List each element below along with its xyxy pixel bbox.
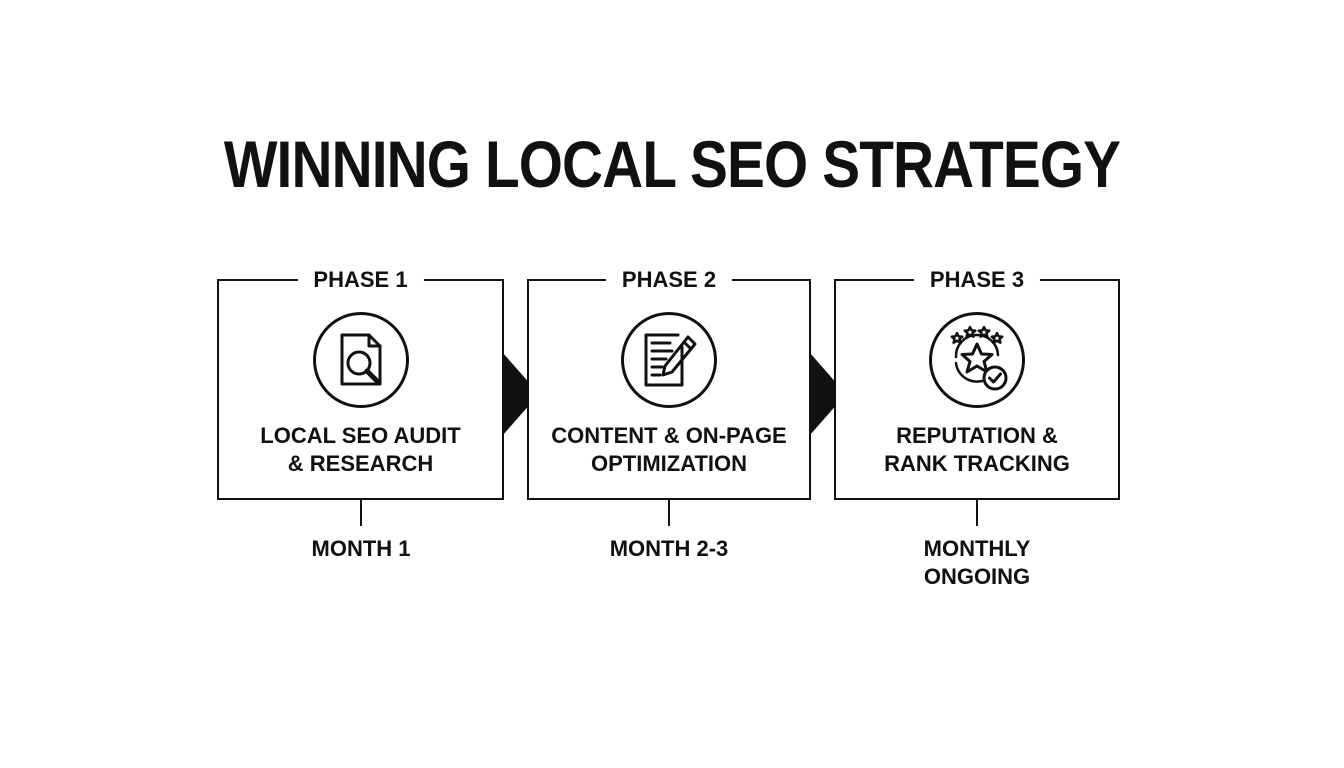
phase-1-name-line: LOCAL SEO AUDIT — [260, 423, 461, 448]
phase-1-name-line: & RESEARCH — [287, 451, 434, 476]
phase-1-duration-line: MONTH 1 — [311, 536, 411, 561]
phase-1-name: LOCAL SEO AUDIT & RESEARCH — [227, 422, 494, 478]
phase-3-name: REPUTATION & RANK TRACKING — [844, 422, 1110, 478]
document-edit-icon — [620, 311, 718, 409]
phase-3-duration-line: MONTHLY — [923, 536, 1031, 561]
phase-1-duration: MONTH 1 — [241, 535, 481, 563]
phase-2-name-line: OPTIMIZATION — [590, 451, 748, 476]
phase-3-duration: MONTHLY ONGOING — [857, 535, 1097, 591]
phase-3-name-line: REPUTATION & — [896, 423, 1058, 448]
phase-3-label: PHASE 3 — [913, 266, 1041, 294]
phase-2-label: PHASE 2 — [605, 266, 733, 294]
document-search-icon — [312, 311, 410, 409]
diagram-title: WINNING LOCAL SEO STRATEGY — [223, 127, 1121, 201]
phase-2-duration: MONTH 2-3 — [549, 535, 789, 563]
phase-2-connector — [668, 500, 670, 526]
star-rating-check-icon — [928, 311, 1026, 409]
phase-3-name-line: RANK TRACKING — [884, 451, 1070, 476]
phase-3-duration-line: ONGOING — [923, 564, 1031, 589]
phase-1-connector — [360, 500, 362, 526]
phase-1-box: PHASE 1 LOCAL SEO AUDIT & RESEARCH — [217, 266, 504, 500]
phase-3-box: PHASE 3 REPUTATION & RANK TRACKING — [834, 266, 1120, 500]
phase-2-name: CONTENT & ON-PAGE OPTIMIZATION — [537, 422, 801, 478]
phase-2-box: PHASE 2 CONTENT & ON-PAGE OPTIMIZATION — [527, 266, 811, 500]
phase-2-name-line: CONTENT & ON-PAGE — [551, 423, 787, 448]
phase-1-label: PHASE 1 — [297, 266, 424, 294]
phase-2-duration-line: MONTH 2-3 — [609, 536, 729, 561]
phase-3-connector — [976, 500, 978, 526]
